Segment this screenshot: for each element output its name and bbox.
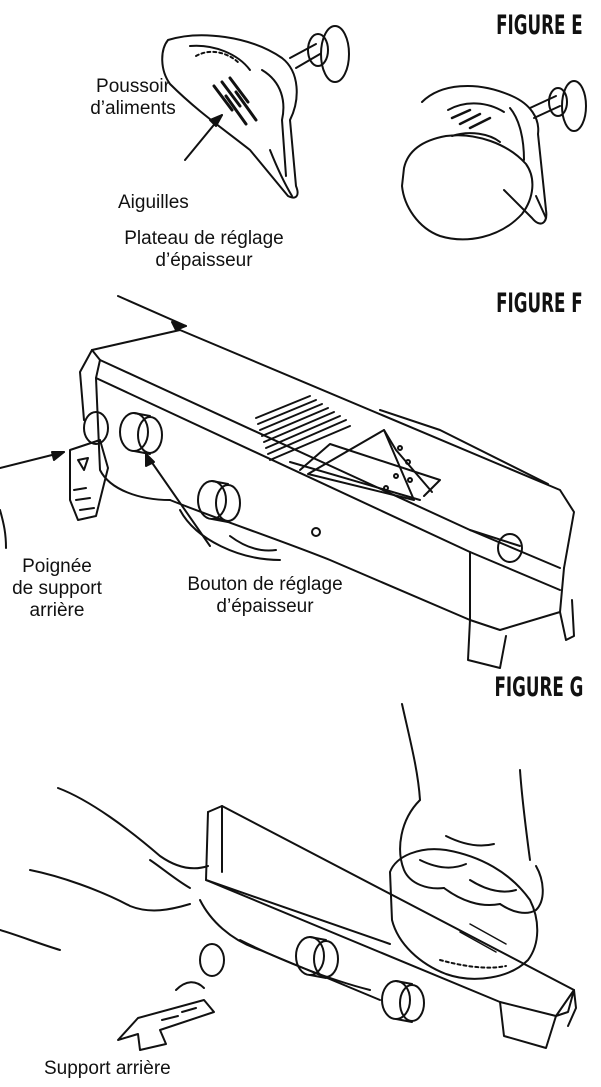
thickness-plate-label: Plateau de réglage d’épaisseur (94, 228, 314, 272)
needles-label: Aiguilles (118, 192, 189, 213)
food-pusher-pointer (184, 114, 223, 161)
thickness-plate-label-line-2: d’épaisseur (155, 250, 253, 271)
figure-f-title: FIGURE F (496, 288, 583, 319)
food-pusher-label-line-1: Poussoir (96, 76, 170, 97)
rear-support-label: Support arrière (44, 1058, 171, 1079)
figure-g-title: FIGURE G (494, 672, 583, 703)
mandoline-drawing (69, 329, 575, 669)
food-pusher-with-food-drawing (401, 80, 587, 241)
figure-e-title: FIGURE E (496, 10, 583, 41)
food-pusher-label: Poussoir d’aliments (68, 76, 198, 120)
rear-support-handle-label-line-3: arrière (29, 600, 85, 621)
hands-mandoline-drawing (0, 703, 577, 1051)
thickness-knob-label-line-2: d’épaisseur (216, 596, 314, 617)
food-pusher-label-line-2: d’aliments (90, 98, 176, 119)
food-pusher-drawing (161, 25, 350, 199)
rear-support-handle-label-line-1: Poignée (22, 556, 92, 577)
thickness-plate-label-line-1: Plateau de réglage (124, 228, 284, 249)
thickness-knob-label: Bouton de réglage d’épaisseur (150, 574, 380, 618)
rear-support-handle-label-line-2: de support (12, 578, 102, 599)
mandoline-pointers (0, 295, 211, 549)
rear-support-handle-label: Poignée de support arrière (0, 556, 124, 622)
thickness-knob-label-line-1: Bouton de réglage (187, 574, 343, 595)
